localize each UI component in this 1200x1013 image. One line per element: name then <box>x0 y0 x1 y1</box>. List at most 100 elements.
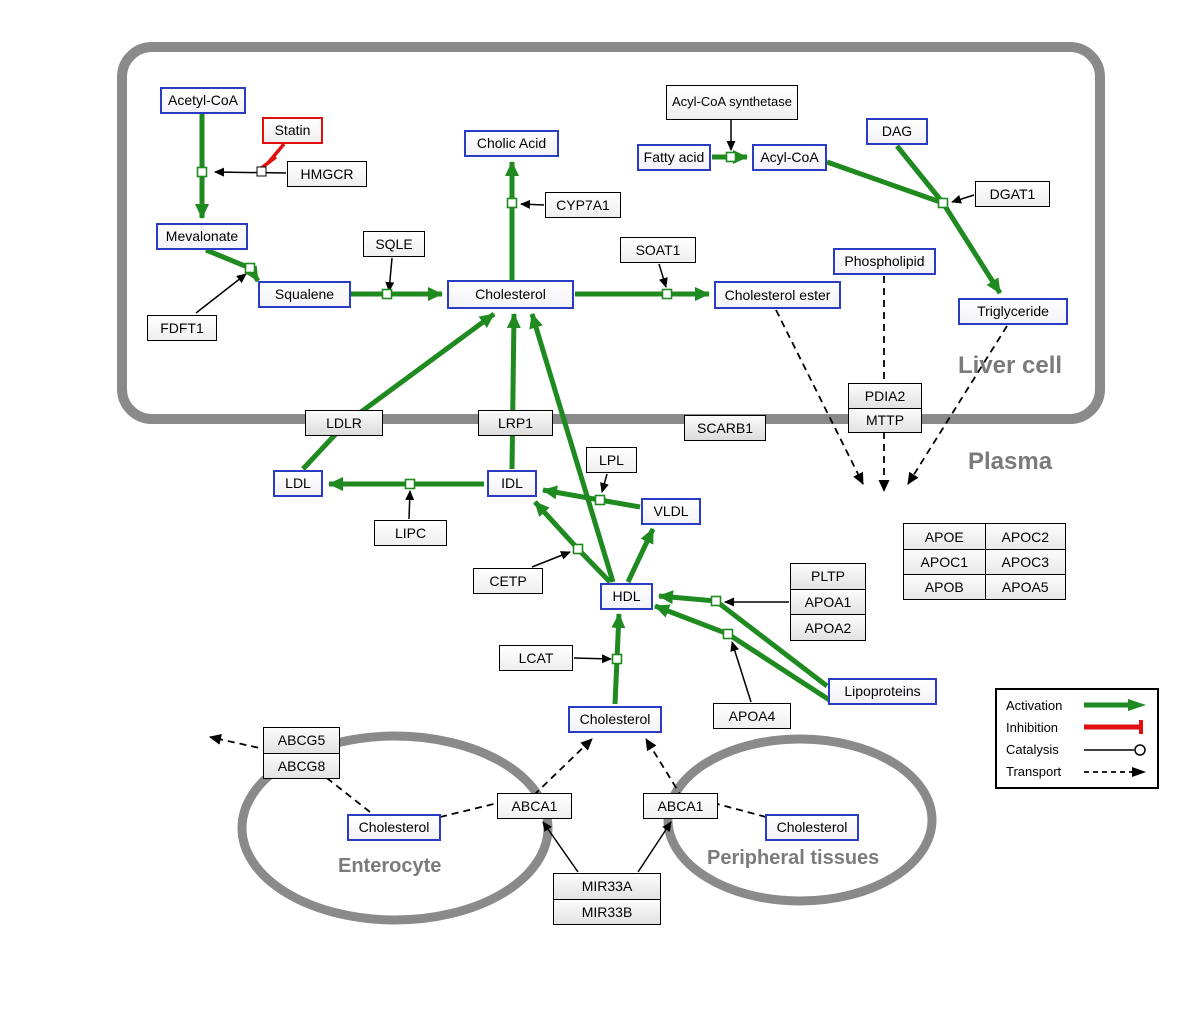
node-lipc[interactable]: LIPC <box>374 520 447 546</box>
statin-target-anchor <box>256 166 267 177</box>
peripheral-tissues-border <box>663 734 937 906</box>
reaction-anchors <box>196 151 949 665</box>
legend-transport-label: Transport <box>1006 764 1062 780</box>
pltp-apoa-stack: PLTP APOA1 APOA2 <box>790 563 866 641</box>
node-apoe[interactable]: APOE <box>904 524 985 549</box>
node-cholesterol-plasma[interactable]: Cholesterol <box>568 706 662 733</box>
node-abcg5[interactable]: ABCG5 <box>264 728 339 753</box>
transport-arrow-icon <box>1084 766 1146 777</box>
node-abca1-left[interactable]: ABCA1 <box>497 793 572 819</box>
edge-idl-lrp1-cholesterol <box>506 313 521 470</box>
node-cetp[interactable]: CETP <box>473 568 543 594</box>
edge-dgat-junction-triglyceride <box>940 201 1003 295</box>
activation-arrow-icon <box>1084 699 1146 712</box>
label-plasma: Plasma <box>968 448 1053 475</box>
node-lcat[interactable]: LCAT <box>499 645 573 671</box>
node-dag[interactable]: DAG <box>866 118 928 145</box>
node-apoa4[interactable]: APOA4 <box>713 703 791 729</box>
node-dgat1[interactable]: DGAT1 <box>975 181 1050 207</box>
node-phospholipid[interactable]: Phospholipid <box>833 248 936 275</box>
node-lrp1[interactable]: LRP1 <box>478 410 553 436</box>
node-apoa2[interactable]: APOA2 <box>791 614 865 641</box>
node-sqle[interactable]: SQLE <box>363 231 425 257</box>
catalysis-lcat <box>573 654 612 664</box>
inhibition-tee-icon <box>1084 720 1143 735</box>
node-apoa1[interactable]: APOA1 <box>791 588 865 615</box>
liver-cell-border <box>117 42 1105 424</box>
node-cholic-acid[interactable]: Cholic Acid <box>464 130 559 157</box>
node-ldl[interactable]: LDL <box>273 470 323 497</box>
node-mevalonate[interactable]: Mevalonate <box>156 223 248 250</box>
node-acyl-coa[interactable]: Acyl-CoA <box>752 144 827 171</box>
catalysis-lipc <box>405 490 415 520</box>
catalysis-circle-icon <box>1084 743 1146 756</box>
compartment-borders <box>117 42 1105 925</box>
mir33-stack: MIR33A MIR33B <box>553 873 661 925</box>
catalysis-mir33-abca1-right <box>637 821 672 873</box>
legend-catalysis-label: Catalysis <box>1006 742 1059 758</box>
catalysis-edges <box>195 120 975 873</box>
legend-row-transport: Transport <box>1006 764 1148 780</box>
legend-row-inhibition: Inhibition <box>1006 719 1148 735</box>
node-abca1-right[interactable]: ABCA1 <box>643 793 718 819</box>
edge-ldl-ldlr-cholesterol <box>301 311 496 471</box>
label-liver-cell: Liver cell <box>958 352 1063 379</box>
node-mir33b[interactable]: MIR33B <box>554 898 660 924</box>
node-fdft1[interactable]: FDFT1 <box>147 315 217 341</box>
apolipoprotein-table: APOE APOC2 APOC1 APOC3 APOB APOA5 <box>903 523 1066 600</box>
label-peripheral-tissues: Peripheral tissues <box>707 847 880 869</box>
node-mir33a[interactable]: MIR33A <box>554 874 660 899</box>
legend-row-activation: Activation <box>1006 697 1148 713</box>
node-idl[interactable]: IDL <box>487 470 537 497</box>
node-lipoproteins[interactable]: Lipoproteins <box>828 678 937 705</box>
node-fatty-acid[interactable]: Fatty acid <box>637 144 711 171</box>
edge-vldl-idl <box>542 485 641 510</box>
node-apob[interactable]: APOB <box>904 574 985 599</box>
node-cholesterol-ester[interactable]: Cholesterol ester <box>714 281 841 309</box>
node-statin[interactable]: Statin <box>262 117 323 144</box>
node-apoc1[interactable]: APOC1 <box>904 549 985 574</box>
catalysis-fdft1 <box>195 273 247 314</box>
node-lpl[interactable]: LPL <box>586 447 637 473</box>
legend: Activation Inhibition Catalysis Transpor… <box>995 688 1159 789</box>
abcg-stack: ABCG5 ABCG8 <box>263 727 340 779</box>
edge-acylcoa-dgat-junction <box>826 159 944 206</box>
catalysis-apoa4 <box>730 641 752 703</box>
edge-dag-dgat-junction <box>895 144 945 205</box>
legend-row-catalysis: Catalysis <box>1006 742 1148 758</box>
node-vldl[interactable]: VLDL <box>641 498 701 525</box>
transport-cholesterol-ester-to-plasma <box>775 309 864 485</box>
edge-hdl-vldl <box>625 527 656 584</box>
node-acetyl-coa[interactable]: Acetyl-CoA <box>160 87 246 114</box>
node-abcg8[interactable]: ABCG8 <box>264 752 339 778</box>
node-soat1[interactable]: SOAT1 <box>620 237 696 263</box>
node-scarb1[interactable]: SCARB1 <box>684 415 766 441</box>
node-pltp[interactable]: PLTP <box>791 564 865 589</box>
node-apoc2[interactable]: APOC2 <box>984 524 1065 549</box>
node-apoa5[interactable]: APOA5 <box>984 574 1065 599</box>
catalysis-hmgcr <box>214 167 287 177</box>
catalysis-cyp7a1 <box>520 199 545 209</box>
node-hdl[interactable]: HDL <box>600 583 653 610</box>
catalysis-dgat1 <box>951 194 975 204</box>
node-hmgcr[interactable]: HMGCR <box>287 161 367 187</box>
node-ldlr[interactable]: LDLR <box>305 410 383 436</box>
label-enterocyte: Enterocyte <box>338 855 442 877</box>
node-pdia2[interactable]: PDIA2 <box>849 384 921 408</box>
node-cholesterol-liver[interactable]: Cholesterol <box>447 280 574 309</box>
pdia2-mttp-stack: PDIA2 MTTP <box>848 383 922 433</box>
node-triglyceride[interactable]: Triglyceride <box>958 298 1068 325</box>
node-cholesterol-enterocyte[interactable]: Cholesterol <box>347 814 441 841</box>
node-acyl-coa-synthetase[interactable]: Acyl-CoA synthetase <box>666 85 798 120</box>
catalysis-lpl <box>600 473 609 493</box>
catalysis-sqle <box>385 257 395 292</box>
legend-activation-label: Activation <box>1006 697 1063 713</box>
legend-inhibition-label: Inhibition <box>1006 719 1059 735</box>
node-apoc3[interactable]: APOC3 <box>984 549 1065 574</box>
node-cholesterol-peripheral[interactable]: Cholesterol <box>765 814 859 841</box>
node-squalene[interactable]: Squalene <box>258 281 351 308</box>
node-mttp[interactable]: MTTP <box>849 407 921 432</box>
node-cyp7a1[interactable]: CYP7A1 <box>545 192 621 218</box>
